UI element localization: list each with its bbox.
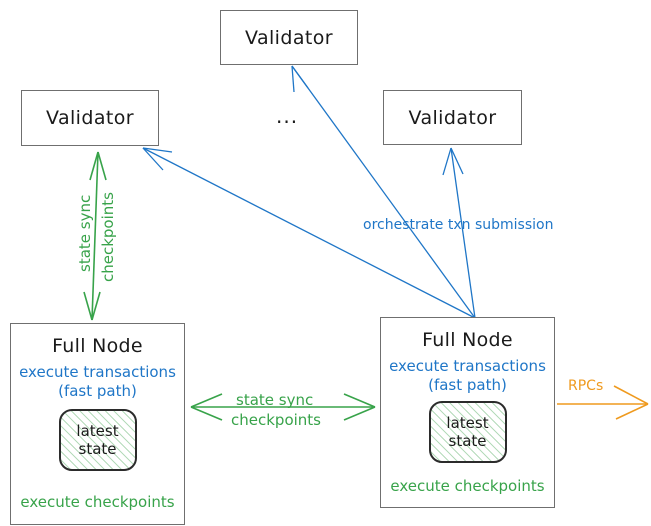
full-node-right-state-line-2: state bbox=[448, 431, 487, 450]
arrow-node-to-node-statesync bbox=[190, 393, 376, 421]
full-node-right-state-line-1: latest bbox=[446, 413, 489, 432]
full-node-right-title: Full Node bbox=[422, 329, 513, 351]
full-node-left-title: Full Node bbox=[52, 335, 143, 357]
full-node-left-execute-checkpoints: execute checkpoints bbox=[20, 492, 175, 511]
validator-sync-label-line-1: state sync bbox=[76, 194, 94, 272]
validator-right-label: Validator bbox=[408, 106, 497, 129]
arrow-fullnode-to-validator-left bbox=[142, 147, 476, 319]
ellipsis-more-validators: ... bbox=[276, 104, 299, 128]
full-node-right-execute-checkpoints: execute checkpoints bbox=[390, 476, 545, 495]
validator-left[interactable]: Validator bbox=[21, 90, 159, 146]
validator-top[interactable]: Validator bbox=[220, 10, 358, 65]
full-node-left-latest-state[interactable]: latest state bbox=[58, 408, 137, 471]
full-node-right[interactable]: Full Node execute transactions (fast pat… bbox=[380, 317, 555, 508]
arrow-fullnode-to-validator-top bbox=[291, 65, 476, 319]
full-node-left-execute-transactions: execute transactions (fast path) bbox=[19, 363, 176, 401]
full-node-left-state-line-2: state bbox=[78, 439, 117, 458]
full-node-left[interactable]: Full Node execute transactions (fast pat… bbox=[10, 323, 185, 525]
full-node-right-blue-line-1: execute transactions bbox=[389, 357, 546, 375]
full-node-left-blue-line-1: execute transactions bbox=[19, 363, 176, 381]
full-node-left-blue-line-2: (fast path) bbox=[58, 381, 137, 400]
full-node-right-blue-line-2: (fast path) bbox=[428, 375, 507, 394]
full-node-right-execute-transactions: execute transactions (fast path) bbox=[389, 357, 546, 395]
node-sync-label-line-1: state sync bbox=[236, 391, 314, 409]
full-node-left-state-line-1: latest bbox=[76, 421, 119, 440]
orchestrate-txn-submission-label: orchestrate txn submission bbox=[363, 217, 554, 233]
validator-top-label: Validator bbox=[245, 26, 333, 49]
validator-right[interactable]: Validator bbox=[383, 90, 522, 145]
validator-sync-label-line-2: checkpoints bbox=[99, 192, 117, 282]
arrow-validator-fullnode-statesync bbox=[83, 151, 107, 321]
arrow-fullnode-to-validator-right bbox=[442, 147, 476, 319]
rpcs-label: RPCs bbox=[568, 378, 604, 394]
arrow-rpcs bbox=[557, 385, 649, 420]
validator-left-label: Validator bbox=[46, 107, 134, 129]
node-sync-label-line-2: checkpoints bbox=[231, 411, 321, 429]
full-node-right-latest-state[interactable]: latest state bbox=[428, 400, 507, 463]
